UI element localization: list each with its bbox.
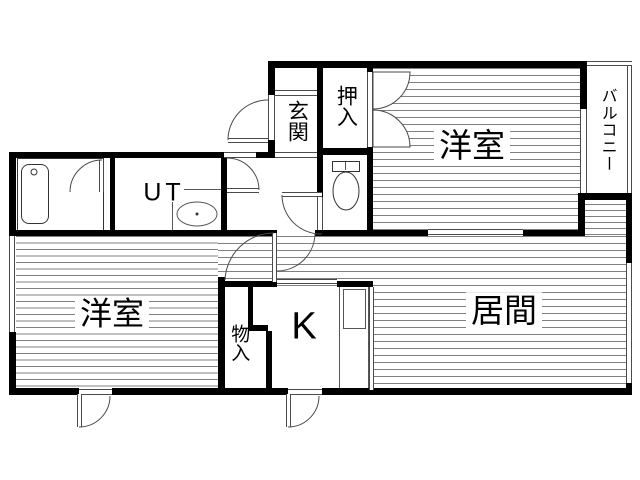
- genkan-hall-step: [275, 152, 317, 158]
- oshiire-doorway: [367, 72, 373, 147]
- toilet-tank: [332, 161, 360, 172]
- kitchen-divider: [369, 287, 374, 390]
- wall: [317, 148, 373, 155]
- wall: [268, 140, 275, 152]
- wall: [367, 61, 373, 72]
- entrance-door-leaf: [228, 138, 268, 143]
- wall: [579, 193, 632, 200]
- wall: [268, 61, 587, 68]
- south-door-threshold: [79, 389, 112, 395]
- wall: [9, 388, 79, 395]
- ut-counter-line-h: [184, 189, 221, 190]
- toilet-tank-line: [345, 162, 346, 170]
- toilet-bowl: [332, 171, 360, 211]
- wall: [221, 158, 227, 230]
- wall: [112, 388, 288, 395]
- ima-floor-notch: [585, 198, 626, 236]
- wall: [626, 193, 632, 263]
- balcony-railing-top: [587, 61, 632, 66]
- wall: [219, 281, 277, 287]
- wall: [337, 281, 373, 287]
- ut-door-arc: [226, 157, 260, 191]
- hall-ima-door-leaf: [272, 233, 277, 282]
- wall: [315, 230, 428, 236]
- wall: [578, 193, 585, 236]
- entrance-door-arc: [227, 99, 269, 141]
- wall: [9, 152, 16, 236]
- wall: [523, 230, 582, 236]
- balcony-label: バルコニー: [598, 87, 616, 173]
- wall: [626, 383, 632, 395]
- oshiire-label: 押入: [334, 85, 358, 127]
- wall: [9, 332, 16, 395]
- wall: [218, 277, 225, 390]
- wall: [268, 61, 275, 95]
- genkan-label: 玄関: [285, 100, 309, 142]
- entrance-door-opening: [268, 95, 275, 140]
- bathtub: [21, 164, 49, 224]
- wall: [248, 287, 253, 330]
- ut-label: UT: [143, 178, 185, 207]
- north-window: [224, 152, 256, 158]
- wall: [317, 61, 323, 197]
- wall: [110, 158, 115, 230]
- yoshitsu-bottom-label: 洋室: [74, 295, 150, 333]
- wall: [256, 152, 275, 158]
- wall: [248, 325, 268, 331]
- wall: [367, 147, 373, 236]
- monoire-label: 物入: [228, 324, 250, 362]
- genkan-step-line: [275, 90, 317, 96]
- south-door-leaf: [286, 394, 291, 427]
- balcony-window: [580, 109, 587, 193]
- toilet-door-leaf: [282, 192, 322, 197]
- wall: [322, 388, 632, 395]
- ut-door-leaf: [227, 188, 259, 193]
- kitchen-opening: [277, 279, 337, 284]
- wall: [266, 331, 272, 390]
- yoshitsu-top-label: 洋室: [434, 127, 510, 165]
- south-door-leaf: [77, 394, 82, 427]
- bath-door-leaf: [99, 160, 104, 192]
- south-door-threshold: [288, 389, 322, 395]
- ima-label: 居間: [466, 292, 542, 330]
- wall: [580, 61, 587, 109]
- south-door-arc: [78, 395, 111, 428]
- balcony-railing-right: [627, 66, 632, 193]
- west-window: [9, 236, 15, 332]
- sliding-door: [428, 229, 523, 235]
- toilet-door-arc: [281, 194, 323, 235]
- wash-basin-drain: [195, 212, 199, 216]
- ut-counter-line-v: [172, 202, 173, 235]
- kitchen-label: K: [291, 305, 317, 348]
- toilet-door-opening: [317, 197, 323, 230]
- east-window: [626, 263, 632, 383]
- wall: [9, 230, 277, 236]
- wall: [9, 152, 224, 158]
- south-door-arc: [287, 395, 320, 428]
- kitchen-sink: [343, 289, 366, 329]
